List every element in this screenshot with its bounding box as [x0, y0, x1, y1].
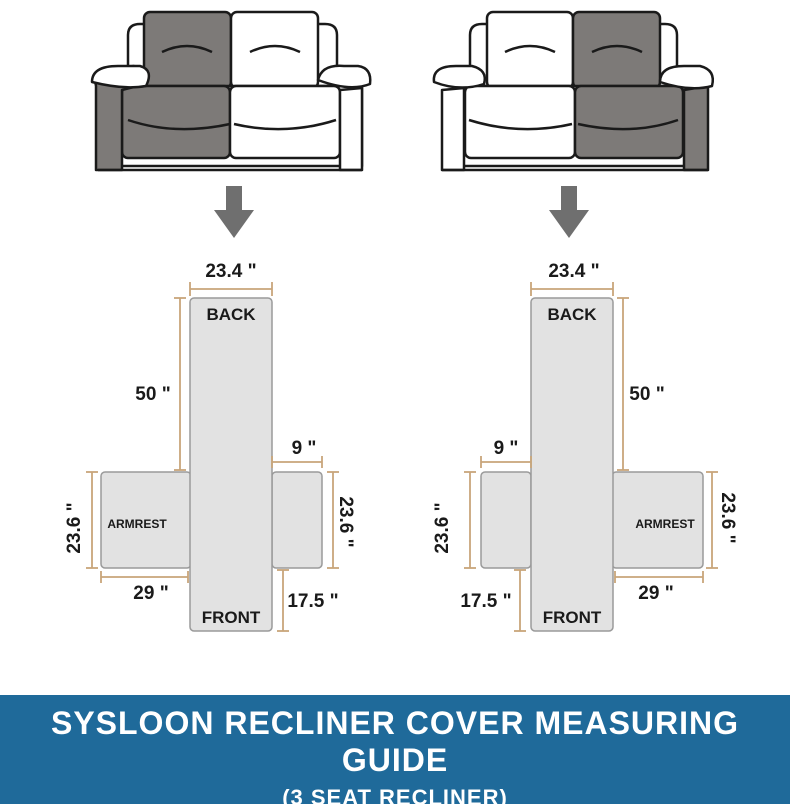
- right-sofa-arm-right: [682, 84, 710, 172]
- arm-length-label: 29 ": [638, 583, 673, 604]
- banner-subtitle: (3 SEAT RECLINER): [282, 785, 508, 810]
- title-banner: SYSLOON RECLINER COVER MEASURING GUIDE (…: [0, 695, 790, 810]
- left-sofa-back-cushion: [229, 10, 320, 90]
- back-length-label: 50 ": [629, 384, 664, 405]
- center-seat-strip: [530, 297, 614, 632]
- right-sofa-seat: [463, 84, 577, 160]
- right-cover-layout: 23.4 " BACK FRONT 50 " 9 " ARMREST 29 " …: [432, 261, 738, 632]
- back-length-label: 50 ": [135, 384, 170, 405]
- right-sofa-seat-highlighted: [573, 84, 685, 160]
- right-sofa-arm-left: [440, 86, 466, 172]
- front-length-label: 17.5 ": [460, 591, 511, 612]
- left-sofa-arm-right: [338, 86, 364, 172]
- width-label: 23.4 ": [205, 261, 256, 282]
- front-label: FRONT: [202, 608, 261, 627]
- down-arrow-left: [214, 186, 254, 238]
- armrest-label: ARMREST: [635, 517, 695, 531]
- armrest-label: ARMREST: [107, 517, 167, 531]
- back-label: BACK: [206, 305, 256, 324]
- down-arrow-right: [549, 186, 589, 238]
- right-arm-piece: [271, 471, 323, 569]
- left-cover-layout: 23.4 " BACK FRONT 50 " 9 " ARMREST 29 " …: [64, 261, 356, 632]
- back-label: BACK: [547, 305, 597, 324]
- right-sofa-illustration: [432, 10, 714, 172]
- left-arm-height-label: 23.6 ": [432, 502, 453, 553]
- left-arm-height-label: 23.6 ": [64, 502, 85, 553]
- width-label: 23.4 ": [548, 261, 599, 282]
- left-arm-piece: [480, 471, 532, 569]
- right-sofa-back-cushion-highlighted: [571, 10, 662, 90]
- arm-length-label: 29 ": [133, 583, 168, 604]
- left-sofa-seat: [228, 84, 342, 160]
- front-label: FRONT: [543, 608, 602, 627]
- front-length-label: 17.5 ": [287, 591, 338, 612]
- left-sofa-illustration: [90, 10, 372, 172]
- arm-width-label: 9 ": [292, 438, 317, 459]
- center-seat-strip: [189, 297, 273, 632]
- left-sofa-back-cushion-highlighted: [142, 10, 233, 90]
- right-arm-height-label: 23.6 ": [335, 496, 356, 547]
- right-sofa-back-cushion: [485, 10, 575, 90]
- right-arm-height-label: 23.6 ": [717, 492, 738, 543]
- arm-width-label: 9 ": [494, 438, 519, 459]
- banner-title: SYSLOON RECLINER COVER MEASURING GUIDE: [50, 705, 740, 778]
